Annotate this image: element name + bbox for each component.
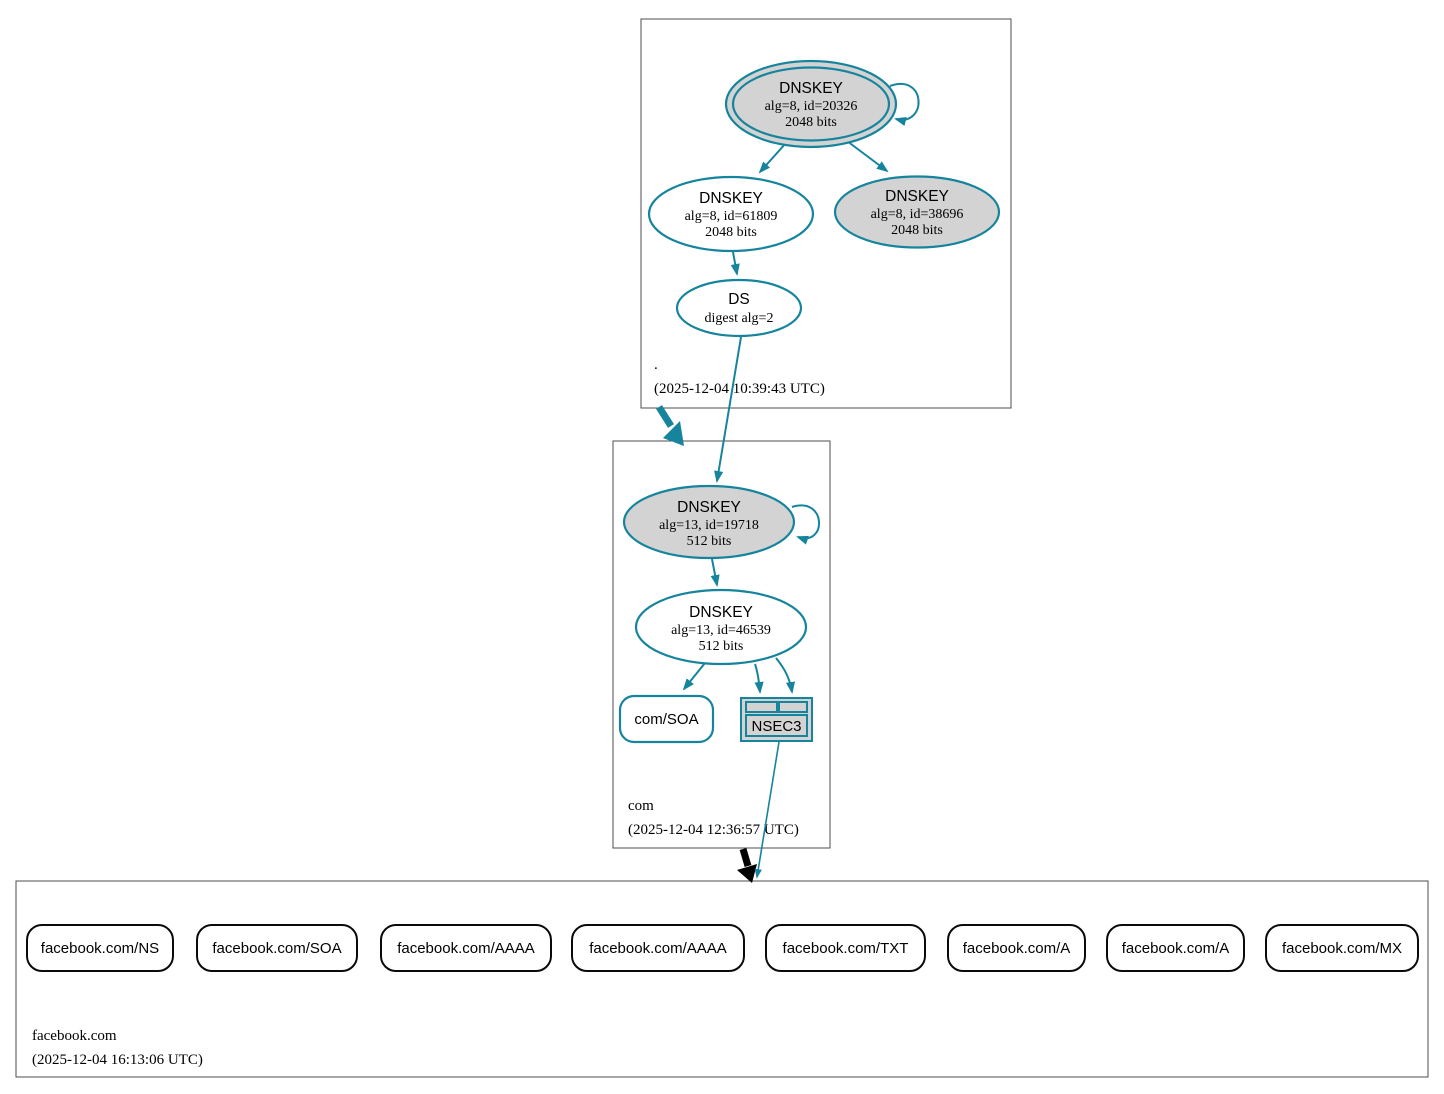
com-nsec3-node[interactable]: NSEC3 [740,697,813,742]
facebook-rrset-soa[interactable]: facebook.com/SOA [196,924,358,972]
edge-root-ds-to-com-ksk [714,336,742,483]
nsec3-label: NSEC3 [751,718,801,735]
root-ksk-alg: alg=8, id=20326 [765,99,858,114]
facebook-rrset-ns[interactable]: facebook.com/NS [26,924,174,972]
facebook-rrset-a1[interactable]: facebook.com/A [947,924,1086,972]
edge-com-nsec3-to-facebook [754,741,780,879]
root-zsk-node[interactable]: DNSKEY alg=8, id=61809 2048 bits [647,175,815,253]
edge-com-to-facebook-delegation-shaft [739,848,752,867]
root-ds-type: DS [728,291,750,308]
facebook-rrset-aaaa1-label: facebook.com/AAAA [397,940,535,957]
com-zsk-type: DNSKEY [689,604,753,621]
facebook-rrset-aaaa2-label: facebook.com/AAAA [589,940,727,957]
edge-com-zsk-to-nsec3-right [775,657,796,694]
root-zsk-bits: 2048 bits [705,225,757,240]
facebook-rrset-a2-box [1106,924,1245,972]
root-zsk-alg: alg=8, id=61809 [685,209,778,224]
com-ksk-ellipse [622,484,796,560]
root-ksk-type: DNSKEY [779,80,843,97]
facebook-rrset-txt-box [765,924,926,972]
edge-com-ksk-to-zsk [710,558,720,587]
edge-com-zsk-to-soa [682,662,706,691]
edge-root-to-com-delegation-head [663,421,684,446]
facebook-rrset-a2[interactable]: facebook.com/A [1106,924,1245,972]
com-ksk-alg: alg=13, id=19718 [659,518,759,533]
com-zone-timestamp: (2025-12-04 12:36:57 UTC) [628,822,799,838]
com-zsk-alg: alg=13, id=46539 [671,623,771,638]
facebook-rrset-mx[interactable]: facebook.com/MX [1265,924,1419,972]
root-ds-digest: digest alg=2 [705,311,774,326]
edge-com-to-facebook-delegation-head [737,864,757,883]
facebook-rrset-a1-label: facebook.com/A [963,940,1071,957]
nsec3-cell-label [745,714,808,737]
root-key2-bits: 2048 bits [891,223,943,238]
facebook-rrset-a1-box [947,924,1086,972]
facebook-rrset-aaaa2-box [571,924,745,972]
root-ds-ellipse [675,278,803,338]
com-zsk-node[interactable]: DNSKEY alg=13, id=46539 512 bits [634,588,808,666]
root-key2-ellipse [833,175,1001,249]
edge-root-ksk-self-sign [889,83,920,126]
root-ksk-bits: 2048 bits [785,115,837,130]
com-ksk-node[interactable]: DNSKEY alg=13, id=19718 512 bits [622,484,796,560]
facebook-zone-timestamp: (2025-12-04 16:13:06 UTC) [32,1052,203,1068]
facebook-rrset-a2-label: facebook.com/A [1122,940,1230,957]
facebook-rrset-ns-label: facebook.com/NS [41,940,159,957]
facebook-rrset-soa-box [196,924,358,972]
facebook-rrset-aaaa2[interactable]: facebook.com/AAAA [571,924,745,972]
edge-root-ksk-to-key2 [846,140,889,173]
edge-com-ksk-self-sign [791,504,821,545]
com-soa-node[interactable]: com/SOA [618,694,715,744]
com-ksk-bits: 512 bits [687,534,732,549]
edge-com-zsk-to-nsec3-left [754,663,764,694]
facebook-rrset-aaaa1-box [380,924,552,972]
facebook-zone-name: facebook.com [32,1028,117,1044]
com-soa-box [618,694,715,744]
nsec3-cell-top-right [778,701,808,713]
com-zsk-ellipse [634,588,808,666]
root-zone-timestamp: (2025-12-04 10:39:43 UTC) [654,381,825,397]
root-ds-node[interactable]: DS digest alg=2 [675,278,803,338]
root-zsk-type: DNSKEY [699,190,763,207]
facebook-rrset-soa-label: facebook.com/SOA [212,940,341,957]
root-key2-type: DNSKEY [885,188,949,205]
root-zone-name: . [654,357,658,373]
root-key2-alg: alg=8, id=38696 [871,207,964,222]
facebook-rrset-txt[interactable]: facebook.com/TXT [765,924,926,972]
facebook-rrset-mx-box [1265,924,1419,972]
com-ksk-type: DNSKEY [677,499,741,516]
edge-root-ksk-to-zsk [758,142,787,174]
facebook-zone-box [15,880,1429,1078]
facebook-rrset-ns-box [26,924,174,972]
facebook-rrset-txt-label: facebook.com/TXT [783,940,909,957]
root-zsk-ellipse [647,175,815,253]
root-key2-node[interactable]: DNSKEY alg=8, id=38696 2048 bits [833,175,1001,249]
edge-root-to-com-delegation-shaft [656,405,674,428]
nsec3-cell-top-left [745,701,778,713]
facebook-rrset-aaaa1[interactable]: facebook.com/AAAA [380,924,552,972]
root-ksk-node[interactable]: DNSKEY alg=8, id=20326 2048 bits [724,59,898,149]
com-zone-name: com [628,798,654,814]
com-soa-label: com/SOA [634,711,698,728]
edge-root-zsk-to-ds [730,251,740,276]
com-zsk-bits: 512 bits [699,639,744,654]
facebook-rrset-mx-label: facebook.com/MX [1282,940,1402,957]
root-ksk-inner-ring [731,66,891,142]
